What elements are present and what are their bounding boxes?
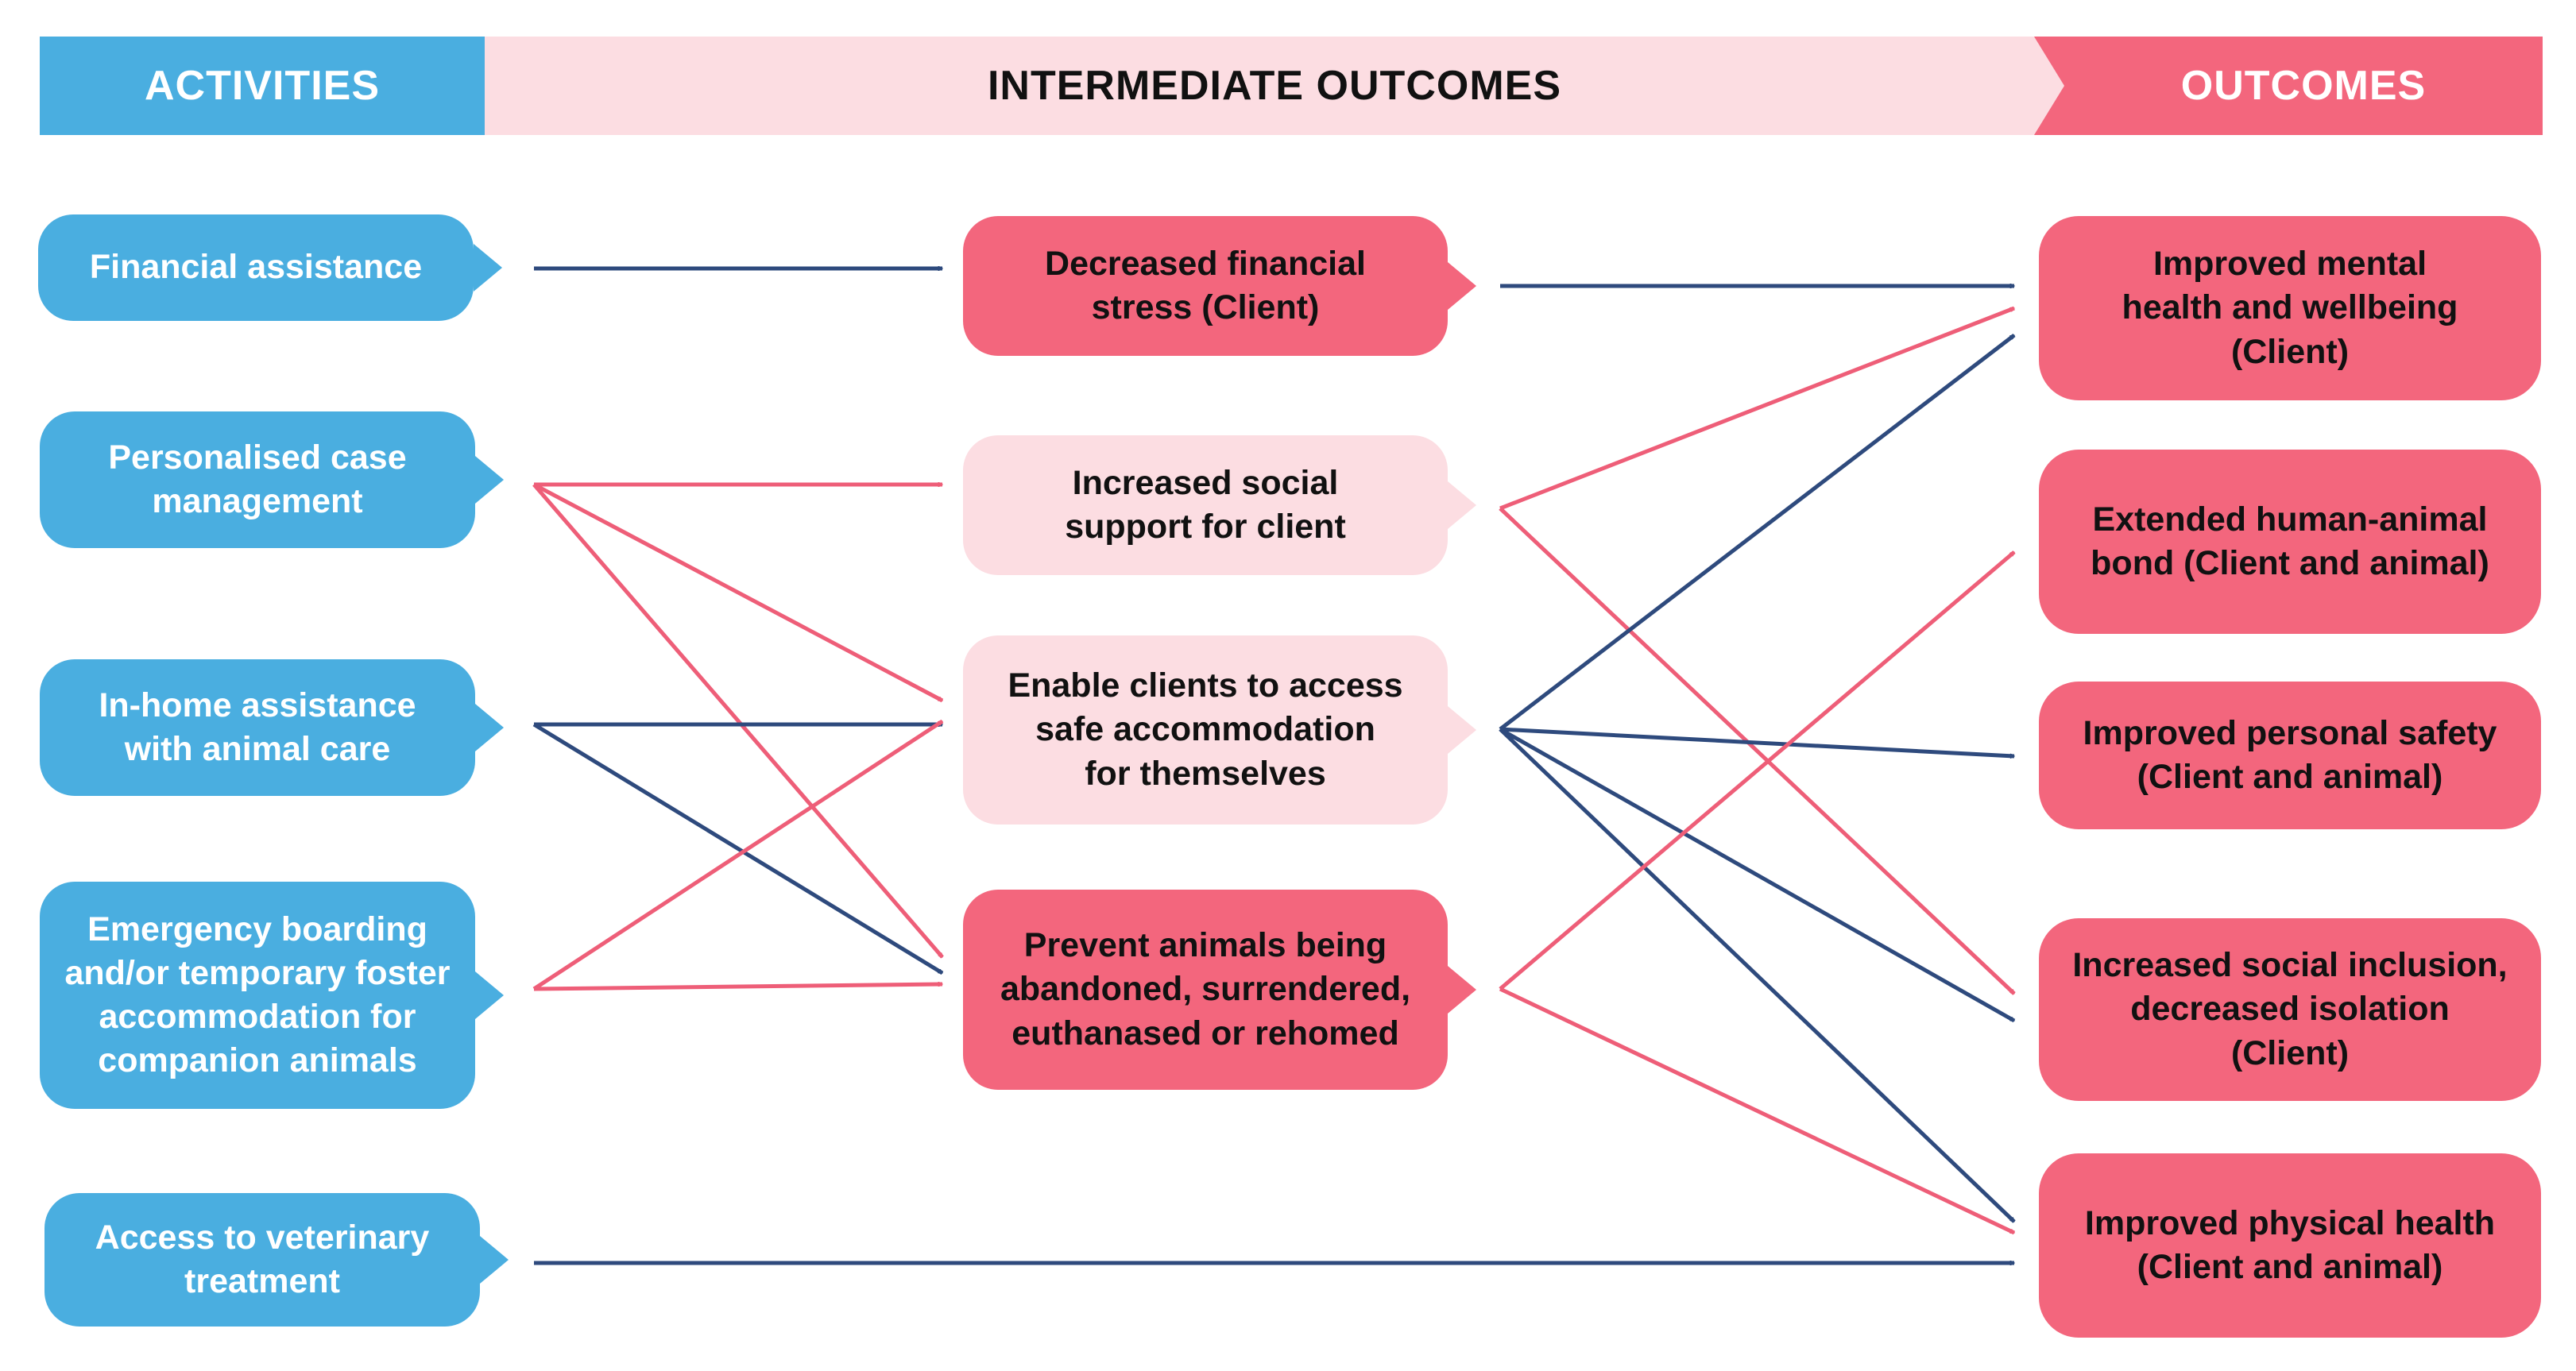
arrow-activity-3-to-intermediate-2 — [532, 719, 942, 991]
header-activities-label: ACTIVITIES — [144, 63, 381, 109]
intermediate-increased-social-support: Increased social support for client — [963, 435, 1476, 575]
arrow-activity-1-to-intermediate-2 — [532, 482, 942, 703]
arrow-activity-1-to-intermediate-3 — [532, 483, 944, 959]
intermediate-label: Decreased financial stress (Client) — [1045, 244, 1366, 326]
arrow-intermediate-3-to-outcome-1 — [1499, 550, 2016, 991]
arrow-intermediate-2-to-outcome-3 — [1499, 727, 2014, 1023]
outcome-human-animal-bond: Extended human-animal bond (Client and a… — [2039, 450, 2541, 634]
activity-label: Financial assistance — [89, 248, 423, 287]
arrow-activity-3-to-intermediate-3 — [533, 984, 942, 991]
arrow-intermediate-2-to-outcome-4 — [1499, 728, 2016, 1223]
arrow-activity-2-to-intermediate-3 — [532, 722, 942, 975]
activity-veterinary-treatment: Access to veterinary treatment — [44, 1193, 509, 1327]
outcome-label: Extended human-animal bond (Client and a… — [2091, 500, 2489, 582]
header-intermediate-label: INTERMEDIATE OUTCOMES — [987, 63, 1562, 109]
outcome-social-inclusion: Increased social inclusion, decreased is… — [2039, 918, 2541, 1101]
intermediate-label: Increased social support for client — [1065, 463, 1346, 546]
header-intermediate-outcomes: INTERMEDIATE OUTCOMES — [485, 37, 2064, 135]
outcome-personal-safety: Improved personal safety (Client and ani… — [2039, 682, 2541, 829]
activity-label: Personalised case management — [108, 438, 407, 520]
arrow-intermediate-1-to-outcome-0 — [1499, 306, 2014, 511]
outcome-label: Increased social inclusion, decreased is… — [2072, 946, 2508, 1072]
outcome-label: Improved personal safety (Client and ani… — [2083, 713, 2497, 796]
arrow-intermediate-2-to-outcome-0 — [1499, 334, 2014, 731]
header-outcomes-label: OUTCOMES — [2180, 63, 2427, 109]
activity-label: In-home assistance with animal care — [99, 686, 416, 768]
activity-personalised-case-management: Personalised case management — [40, 411, 504, 548]
intermediate-label: Enable clients to access safe accommodat… — [1008, 666, 1403, 793]
outcome-physical-health: Improved physical health (Client and ani… — [2039, 1153, 2541, 1338]
intermediate-label: Prevent animals being abandoned, surrend… — [1000, 926, 1411, 1052]
activity-in-home-assistance: In-home assistance with animal care — [40, 659, 504, 796]
arrow-intermediate-3-to-outcome-4 — [1499, 987, 2014, 1235]
activity-label: Access to veterinary treatment — [95, 1218, 430, 1300]
activity-emergency-boarding: Emergency boarding and/or temporary fost… — [40, 882, 504, 1109]
activity-label: Emergency boarding and/or temporary fost… — [64, 909, 451, 1080]
outcome-label: Improved mental health and wellbeing (Cl… — [2122, 245, 2458, 371]
intermediate-prevent-animals-abandoned: Prevent animals being abandoned, surrend… — [963, 890, 1476, 1090]
arrow-intermediate-2-to-outcome-2 — [1499, 727, 2014, 756]
intermediate-safe-accommodation: Enable clients to access safe accommodat… — [963, 635, 1476, 825]
arrow-intermediate-1-to-outcome-3 — [1499, 507, 2016, 995]
outcome-label: Improved physical health (Client and ani… — [2084, 1203, 2496, 1286]
activity-financial-assistance: Financial assistance — [38, 214, 502, 321]
header-outcomes: OUTCOMES — [2034, 37, 2543, 135]
intermediate-decreased-financial-stress: Decreased financial stress (Client) — [963, 216, 1476, 356]
outcome-mental-health-wellbeing: Improved mental health and wellbeing (Cl… — [2039, 216, 2541, 400]
